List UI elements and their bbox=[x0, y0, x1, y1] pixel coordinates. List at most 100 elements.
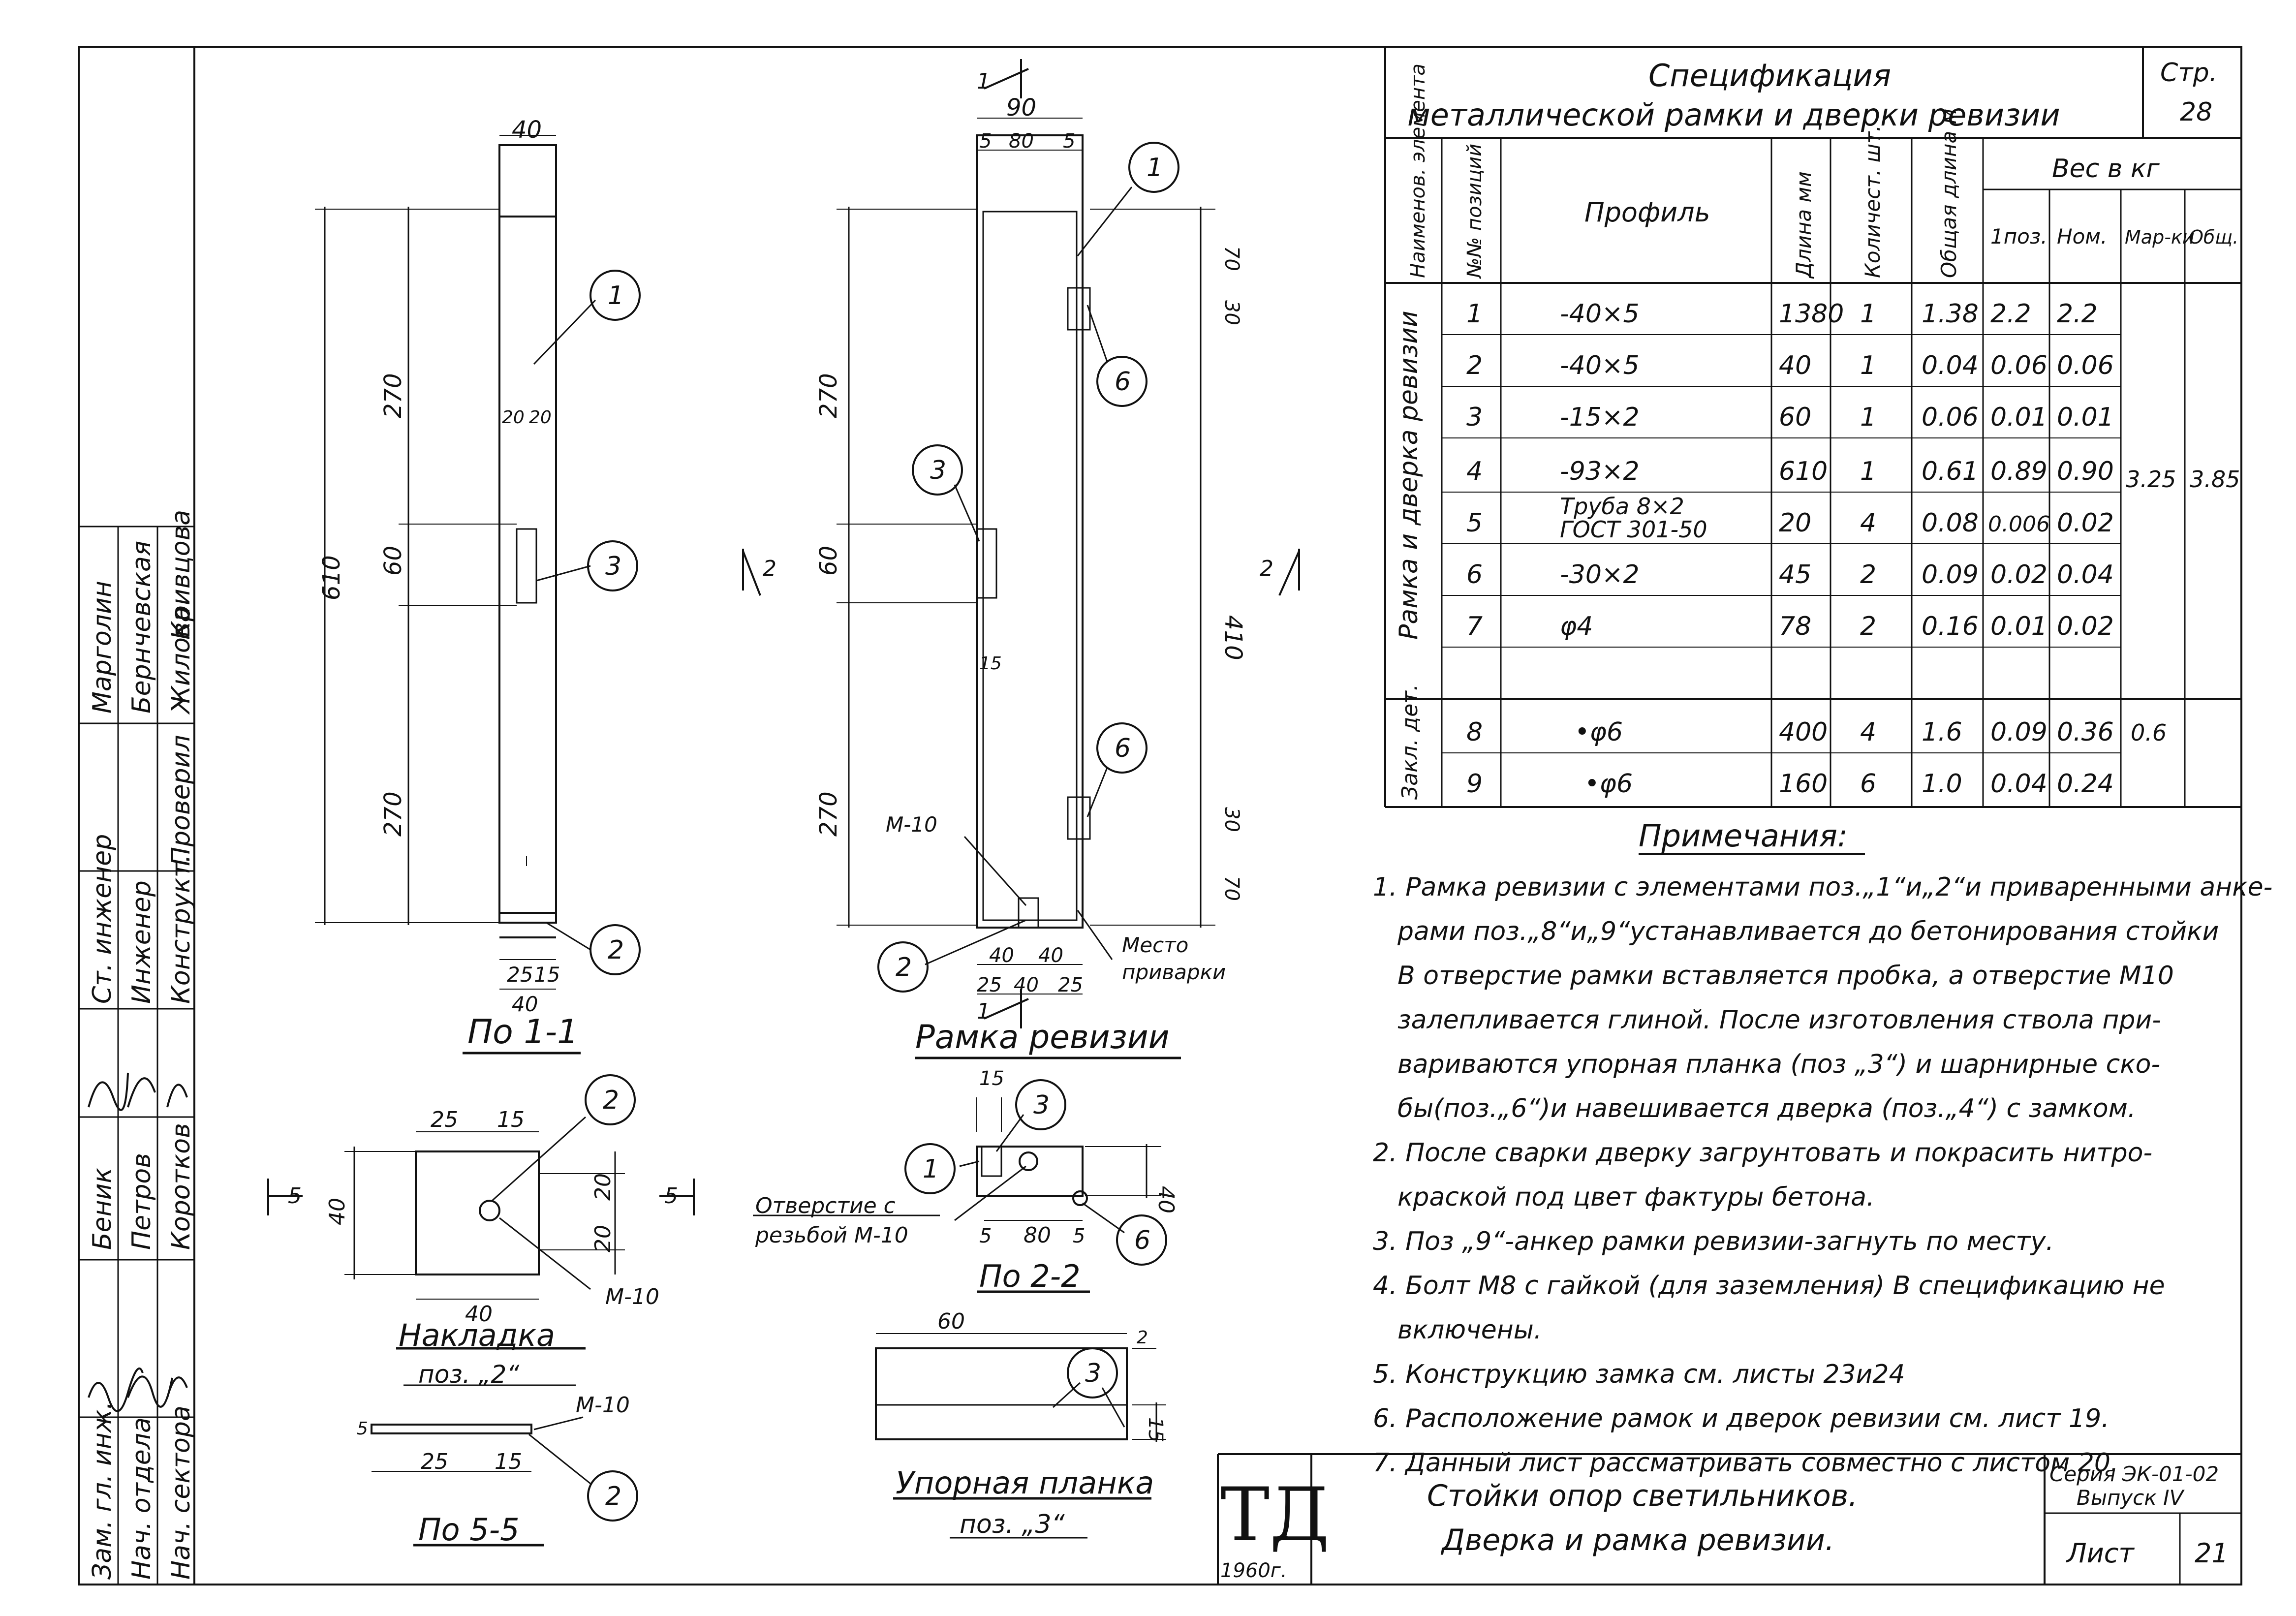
svg-text:25: 25 bbox=[977, 974, 1002, 996]
svg-text:Наименов. элемента: Наименов. элемента bbox=[1407, 63, 1429, 278]
svg-text:610: 610 bbox=[1779, 457, 1828, 486]
position-balloon bbox=[590, 270, 641, 321]
notes-title: Примечания: bbox=[1639, 818, 1848, 854]
svg-text:3.85: 3.85 bbox=[2190, 466, 2240, 493]
stamp-name: Петров bbox=[127, 1153, 156, 1250]
svg-text:Труба 8×2: Труба 8×2 bbox=[1560, 493, 1684, 520]
svg-text:6: 6 bbox=[1115, 367, 1131, 397]
svg-text:0.09: 0.09 bbox=[1922, 560, 1979, 590]
svg-text:70: 70 bbox=[1220, 876, 1243, 901]
svg-text:-40×5: -40×5 bbox=[1560, 299, 1640, 329]
table-row: 9 bbox=[1466, 769, 1483, 799]
svg-text:25: 25 bbox=[421, 1449, 448, 1474]
svg-text:2.2: 2.2 bbox=[1990, 299, 2031, 329]
svg-text:0.6: 0.6 bbox=[2131, 719, 2167, 746]
note-line: 2. После сварки дверку загрунтовать и по… bbox=[1373, 1138, 2152, 1168]
svg-text:0.24: 0.24 bbox=[2057, 769, 2114, 799]
svg-text:-15×2: -15×2 bbox=[1560, 403, 1640, 432]
svg-text:ГОСТ 301-50: ГОСТ 301-50 bbox=[1560, 516, 1707, 543]
svg-text:0.02: 0.02 bbox=[1990, 560, 2048, 590]
svg-text:60: 60 bbox=[815, 546, 842, 576]
svg-text:1: 1 bbox=[1860, 351, 1876, 380]
stamp-name: Бернчевская bbox=[127, 541, 156, 714]
svg-text:2: 2 bbox=[603, 1086, 619, 1115]
svg-text:резьбой М-10: резьбой М-10 bbox=[755, 1223, 908, 1248]
svg-text:1380: 1380 bbox=[1779, 299, 1844, 329]
svg-text:1.38: 1.38 bbox=[1922, 299, 1979, 329]
svg-text:5: 5 bbox=[979, 130, 992, 153]
svg-text:1поз.: 1поз. bbox=[1990, 224, 2048, 249]
position-balloon bbox=[1096, 722, 1148, 774]
svg-text:25: 25 bbox=[431, 1107, 458, 1132]
note-line: включены. bbox=[1397, 1315, 1542, 1345]
svg-text:Стр.: Стр. bbox=[2160, 58, 2217, 88]
table-row: 5 bbox=[1466, 508, 1483, 538]
position-balloon bbox=[1128, 142, 1179, 193]
svg-text:3.25: 3.25 bbox=[2126, 466, 2176, 493]
svg-text:90: 90 bbox=[1006, 94, 1036, 122]
svg-text:0.04: 0.04 bbox=[2057, 560, 2114, 590]
view-frame-labels: 90 5 80 5 270 270 60 410 70 30 30 70 15 … bbox=[763, 69, 1273, 1056]
group-label: Рамка и дверка ревизии bbox=[1394, 311, 1424, 640]
view-title-5-5: По 5-5 bbox=[418, 1512, 520, 1548]
svg-text:0.04: 0.04 bbox=[1922, 351, 1979, 380]
svg-text:3: 3 bbox=[930, 456, 946, 485]
svg-text:-40×5: -40×5 bbox=[1560, 351, 1640, 380]
svg-text:25: 25 bbox=[1058, 974, 1083, 996]
svg-text:20: 20 bbox=[590, 1173, 616, 1201]
svg-text:20: 20 bbox=[590, 1225, 616, 1252]
stamp-name: Коротков bbox=[166, 1123, 196, 1250]
svg-text:2: 2 bbox=[608, 935, 624, 965]
stamp-role: Нач. отдела bbox=[127, 1417, 156, 1580]
table-row: 1 bbox=[1466, 299, 1483, 329]
view-title-1-1: По 1-1 bbox=[467, 1013, 578, 1052]
spec-subtitle: металлической рамки и дверки ревизии bbox=[1407, 97, 2060, 133]
svg-text:3: 3 bbox=[1033, 1090, 1050, 1120]
approval-stamp bbox=[79, 526, 194, 1585]
svg-text:0.02: 0.02 bbox=[2057, 612, 2114, 641]
svg-text:Выпуск IV: Выпуск IV bbox=[2077, 1486, 2185, 1510]
svg-text:70: 70 bbox=[1220, 246, 1243, 271]
position-balloon bbox=[912, 444, 963, 496]
svg-text:Профиль: Профиль bbox=[1584, 197, 1710, 228]
svg-text:0.90: 0.90 bbox=[2057, 457, 2114, 486]
svg-text:40: 40 bbox=[325, 1198, 350, 1225]
svg-text:28: 28 bbox=[2180, 97, 2212, 127]
logo: ТД bbox=[1220, 1472, 1330, 1558]
svg-text:1: 1 bbox=[923, 1154, 939, 1184]
signature-scribbles bbox=[88, 1072, 188, 1412]
svg-text:270: 270 bbox=[815, 791, 842, 837]
svg-text:40: 40 bbox=[465, 1302, 493, 1327]
svg-text:Общая длина м: Общая длина м bbox=[1937, 109, 1961, 278]
svg-text:6: 6 bbox=[1115, 734, 1131, 763]
section-2-2-labels: 15 40 5 80 5 Отверстие с резьбой М-10 1 … bbox=[755, 1067, 1179, 1294]
svg-text:Отверстие с: Отверстие с bbox=[755, 1193, 896, 1218]
svg-text:5: 5 bbox=[288, 1183, 302, 1209]
stamp-name: Кривцова bbox=[166, 510, 196, 640]
svg-text:0.04: 0.04 bbox=[1990, 769, 2048, 799]
drawing-subtitle: Дверка и рамка ревизии. bbox=[1440, 1523, 1834, 1557]
svg-text:0.08: 0.08 bbox=[1922, 508, 1979, 538]
view-inspection-frame bbox=[742, 59, 1300, 1059]
spec-rows: 1 -40×5 1380 1 1.38 2.2 2.2 2 -40×5 40 1… bbox=[1466, 299, 2240, 799]
stamp-name: Марголин bbox=[88, 581, 117, 714]
specification-table bbox=[1384, 47, 2241, 808]
svg-text:1: 1 bbox=[977, 69, 991, 94]
svg-text:М-10: М-10 bbox=[605, 1284, 659, 1309]
svg-text:Вес в кг: Вес в кг bbox=[2052, 154, 2160, 184]
svg-text:2.2: 2.2 bbox=[2057, 299, 2098, 329]
svg-text:40: 40 bbox=[512, 992, 538, 1016]
view-section-1-1 bbox=[315, 135, 641, 1055]
svg-text:20: 20 bbox=[1779, 508, 1811, 538]
svg-text:20: 20 bbox=[502, 407, 525, 428]
svg-text:Лист: Лист bbox=[2066, 1538, 2135, 1569]
svg-text:2: 2 bbox=[1860, 612, 1876, 641]
svg-text:1: 1 bbox=[1860, 457, 1876, 486]
svg-text:1: 1 bbox=[608, 281, 624, 311]
svg-text:1.0: 1.0 bbox=[1922, 769, 1962, 799]
sheet-border bbox=[78, 46, 2242, 1585]
position-balloon bbox=[587, 1470, 638, 1522]
position-balloon bbox=[1067, 1347, 1118, 1398]
cover-plate-labels: 25 15 40 20 20 40 М-10 5 5 2 Накладка по… bbox=[288, 1086, 678, 1389]
svg-text:78: 78 bbox=[1779, 612, 1811, 641]
